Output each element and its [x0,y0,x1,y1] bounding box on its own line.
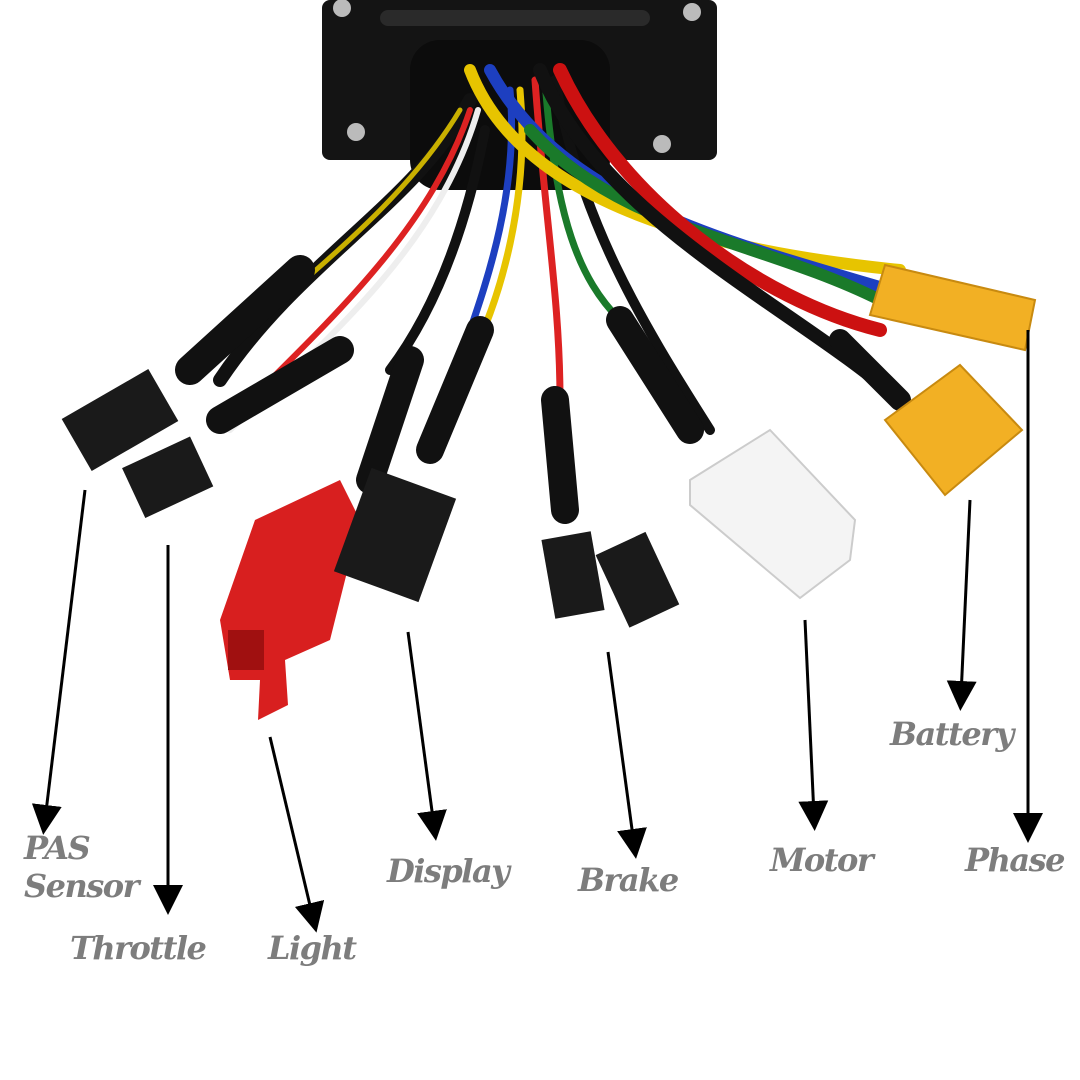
arrow-pas-sensor [31,489,87,835]
label-battery: Battery [890,715,1014,753]
brake-connectors [541,531,680,628]
label-motor: Motor [770,841,874,879]
label-sensor: Sensor [24,867,139,905]
heat-shrink-sleeves [175,255,911,524]
label-display: Display [387,852,510,890]
screw-icon [653,135,671,153]
arrow-battery [946,499,977,711]
light-connector [220,480,360,720]
battery-connector [883,363,1024,497]
callout-arrows [31,330,1043,933]
screw-icon [683,3,701,21]
throttle-connector [122,436,214,519]
display-connector [333,467,457,603]
pas-sensor-connector [61,369,179,471]
label-pas: PAS [24,829,91,867]
screw-icon [347,123,365,141]
arrow-light [268,736,325,933]
label-light: Light [268,929,357,967]
label-brake: Brake [578,861,679,899]
motor-connector [689,428,857,600]
screw-icon [333,0,351,17]
arrow-brake [606,651,647,859]
arrow-display [406,631,447,841]
label-phase: Phase [965,841,1065,879]
arrow-motor [798,619,829,831]
label-throttle: Throttle [70,929,207,967]
phase-connector [868,263,1037,352]
